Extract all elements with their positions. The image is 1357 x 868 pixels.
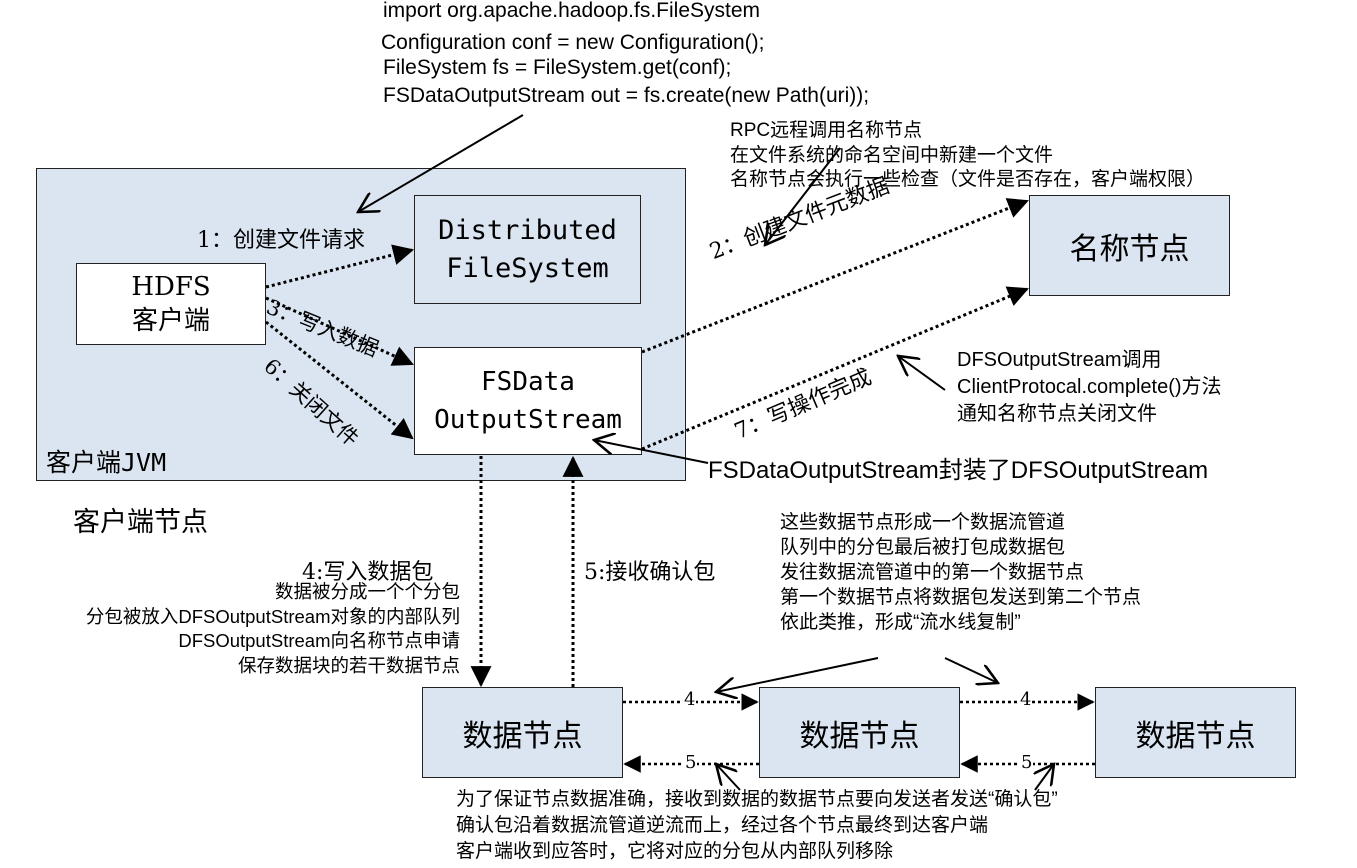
- step1-arrow: [265, 244, 415, 289]
- pipeline-back-label-1: 5: [684, 752, 698, 773]
- ack-note-pointer-arrow-2: [1035, 764, 1054, 791]
- pipeline-forward-label-2: 4: [1019, 689, 1033, 710]
- complete-note-line-3: 通知名称节点关闭文件: [957, 403, 1157, 425]
- datanode-box-2: 数据节点: [759, 687, 960, 778]
- code-line-4: FSDataOutputStream out = fs.create(new P…: [383, 84, 870, 107]
- step2-arrow: [641, 198, 1029, 354]
- hdfs-client-line1: HDFS: [131, 272, 211, 302]
- packet-note-line-1: 数据被分成一个个分包: [274, 581, 460, 602]
- datanode-label-3: 数据节点: [1135, 719, 1256, 753]
- code-line-3: FileSystem fs = FileSystem.get(conf);: [383, 56, 732, 79]
- fsdata-line2: OutputStream: [434, 405, 622, 435]
- datanode-label-2: 数据节点: [799, 719, 920, 753]
- complete-note-pointer-arrow: [898, 356, 946, 391]
- code-line-1: import org.apache.hadoop.fs.FileSystem: [383, 0, 761, 22]
- rpc-note-pointer-arrow: [765, 147, 841, 245]
- pipeline-note-pointer-arrow-1: [716, 657, 879, 692]
- client-jvm-label: 客户端JVM: [46, 448, 167, 477]
- step4-label: 4:写入数据包: [302, 560, 434, 585]
- datanode-box-1: 数据节点: [422, 687, 623, 778]
- namenode-label: 名称节点: [1069, 232, 1190, 266]
- step3-arrow: [265, 296, 414, 366]
- packet-note-line-3: DFSOutputStream向名称节点申请: [178, 630, 460, 651]
- pipeline-note-pointer-arrow-2: [944, 657, 998, 683]
- rpc-note-line-3: 名称节点会执行一些检查（文件是否存在，客户端权限）: [730, 169, 1206, 190]
- distributed-filesystem-box: Distributed FileSystem: [414, 195, 641, 304]
- wrap-note: FSDataOutputStream封装了DFSOutputStream: [708, 457, 1209, 484]
- complete-note-line-1: DFSOutputStream调用: [957, 349, 1162, 371]
- hdfs-client-box: HDFS 客户端: [76, 263, 266, 345]
- step1-label: 1：创建文件请求: [197, 228, 365, 253]
- fsdata-line1: FSData: [481, 367, 575, 397]
- fsdata-outputstream-box: FSData OutputStream: [414, 347, 642, 455]
- distributed-fs-line2: FileSystem: [446, 252, 609, 284]
- packet-note: 数据被分成一个个分包 分包被放入DFSOutputStream对象的内部队列 D…: [86, 580, 460, 678]
- code-line-2: Configuration conf = new Configuration()…: [381, 31, 765, 54]
- ack-note-line-2: 确认包沿着数据流管道逆流而上，经过各个节点最终到达客户端: [456, 815, 989, 836]
- pipeline-note-line-5: 依此类推，形成“流水线复制”: [780, 612, 1021, 633]
- ack-note-pointer-arrow-1: [716, 764, 741, 791]
- client-node-label: 客户端节点: [73, 507, 208, 538]
- pipeline-note-line-1: 这些数据节点形成一个数据流管道: [780, 512, 1066, 533]
- pipeline-note-line-2: 队列中的分包最后被打包成数据包: [780, 537, 1066, 558]
- hdfs-client-line2: 客户端: [131, 306, 210, 336]
- pipeline-note-line-4: 第一个数据节点将数据包发送到第二个节点: [780, 587, 1142, 608]
- datanode-box-3: 数据节点: [1095, 687, 1296, 778]
- rpc-note-line-2: 在文件系统的命名空间中新建一个文件: [730, 144, 1054, 166]
- ack-note-line-3: 客户端收到应答时，它将对应的分包从内部队列移除: [456, 841, 894, 862]
- pipeline-note-line-3: 发往数据流管道中的第一个数据节点: [780, 562, 1085, 583]
- pipeline-forward-label-1: 4: [683, 689, 697, 710]
- ack-note-line-1: 为了保证节点数据准确，接收到数据的数据节点要向发送者发送“确认包”: [456, 789, 1058, 810]
- packet-note-line-4: 保存数据块的若干数据节点: [237, 654, 460, 676]
- pipeline-back-label-2: 5: [1020, 752, 1034, 773]
- wrap-note-pointer-arrow: [594, 440, 709, 464]
- distributed-fs-line1: Distributed: [438, 214, 617, 246]
- code-pointer-arrow: [358, 114, 524, 212]
- rpc-note-line-1: RPC远程调用名称节点: [730, 120, 923, 141]
- complete-note: DFSOutputStream调用 ClientProtocal.complet…: [957, 347, 1222, 428]
- namenode-box: 名称节点: [1029, 195, 1230, 296]
- step5-label: 5:接收确认包: [584, 560, 716, 585]
- complete-note-line-2: ClientProtocal.complete()方法: [957, 376, 1222, 398]
- step6-arrow: [265, 320, 414, 440]
- ack-note: 为了保证节点数据准确，接收到数据的数据节点要向发送者发送“确认包” 确认包沿着数…: [456, 787, 1058, 865]
- rpc-note: RPC远程调用名称节点 在文件系统的命名空间中新建一个文件 名称节点会执行一些检…: [730, 119, 1205, 193]
- packet-note-line-2: 分包被放入DFSOutputStream对象的内部队列: [85, 605, 460, 627]
- datanode-label-1: 数据节点: [462, 719, 583, 753]
- pipeline-note: 这些数据节点形成一个数据流管道 队列中的分包最后被打包成数据包 发往数据流管道中…: [780, 510, 1141, 635]
